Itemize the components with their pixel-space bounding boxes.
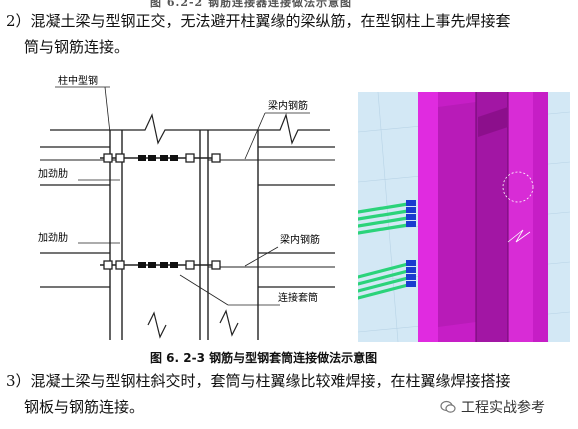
coupler (115, 153, 125, 163)
steel-column-side (438, 102, 476, 327)
break-line-bottom-2 (219, 309, 239, 337)
label-stiffener-bottom: 加劲肋 (38, 231, 68, 244)
previous-caption-fragment: 图 6.2-2 钢筋连接器连接做法示意图 (150, 0, 353, 9)
paragraph-3-line1: 3）混凝土梁与型钢柱斜交时，套筒与柱翼缘比较难焊接，在柱翼缘焊接搭接 (6, 372, 511, 390)
coupler (211, 153, 221, 163)
coupler-group-lower (406, 260, 416, 287)
paragraph-2-line1: 2）混凝土梁与型钢正交，无法避开柱翼缘的梁纵筋，在型钢柱上事先焊接套 (6, 12, 511, 30)
label-coupler: 连接套筒 (278, 291, 318, 304)
steel-column-web (476, 92, 508, 342)
watermark-text: 工程实战参考 (461, 400, 545, 416)
bolt-group-1 (138, 155, 178, 161)
label-beam-rebar-top: 梁内钢筋 (268, 99, 308, 112)
steel-column-face (508, 92, 533, 342)
steel-column-flange (418, 92, 438, 342)
coupler-group-upper (406, 200, 416, 227)
leader-rebar-top (244, 112, 266, 160)
coupler (103, 153, 113, 163)
coupler (211, 260, 221, 270)
bolt-group-2 (138, 262, 178, 268)
paragraph-2: 2）混凝土梁与型钢正交，无法避开柱翼缘的梁纵筋，在型钢柱上事先焊接套 筒与钢筋连… (6, 8, 576, 60)
paragraph-3: 3）混凝土梁与型钢柱斜交时，套筒与柱翼缘比较难焊接，在柱翼缘焊接搭接 钢板与钢筋… (6, 368, 576, 420)
schematic-diagram: 柱中型钢 梁内钢筋 加劲肋 加劲肋 梁内钢筋 连接套筒 (38, 75, 335, 340)
break-line-bottom (147, 311, 167, 339)
bolt-circle (502, 171, 534, 203)
break-line-top (50, 112, 330, 145)
rebar-group-lower (358, 262, 410, 300)
wechat-icon (440, 400, 456, 413)
steel-stub (478, 107, 508, 137)
leader-rebar-bottom (244, 246, 279, 267)
paragraph-2-line2: 筒与钢筋连接。 (24, 38, 130, 56)
label-stiffener-top: 加劲肋 (38, 167, 68, 180)
label-beam-rebar-bottom: 梁内钢筋 (280, 233, 320, 246)
watermark: 工程实战参考 (440, 397, 545, 417)
leader-coupler (179, 274, 229, 306)
rebar-group-upper (358, 202, 410, 235)
label-column-steel: 柱中型钢 (58, 75, 98, 87)
stiffener-mark (507, 229, 531, 243)
leader-column-steel (104, 86, 111, 134)
coupler (185, 153, 195, 163)
coupler (103, 260, 113, 270)
coupler (185, 260, 195, 270)
paragraph-3-line2: 钢板与钢筋连接。 (24, 398, 145, 416)
render-3d-image (358, 92, 570, 342)
figure-caption: 图 6. 2-3 钢筋与型钢套筒连接做法示意图 (150, 351, 378, 365)
coupler (115, 260, 125, 270)
